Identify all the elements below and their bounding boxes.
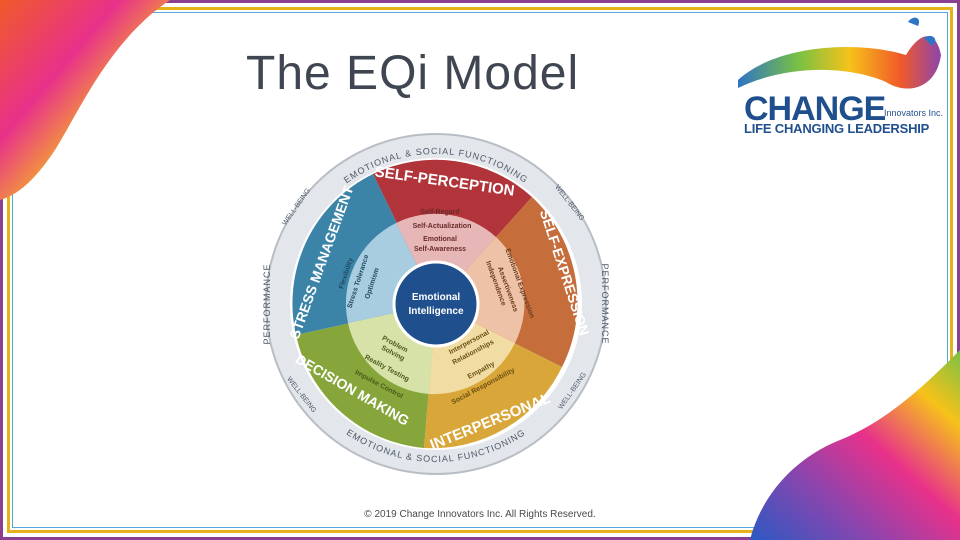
center-label-line1: Emotional: [412, 292, 461, 303]
outer-right-label: PERFORMANCE: [600, 263, 610, 344]
logo-swoosh-icon: [738, 17, 941, 89]
slide-frame-inner: [7, 7, 953, 533]
subscale-emotional: Emotional: [423, 236, 457, 243]
slide-frame-accent: [12, 12, 948, 528]
self-perception-subscales: Self-Regard Self-Actualization Emotional…: [413, 209, 472, 253]
logo-suffix: Innovators Inc.: [884, 108, 944, 118]
top-left-swoosh: [0, 0, 170, 200]
bottom-right-swoosh: [750, 350, 960, 540]
copyright-footer: © 2019 Change Innovators Inc. All Rights…: [364, 509, 596, 520]
change-logo: CHANGE Innovators Inc. LIFE CHANGING LEA…: [736, 10, 946, 140]
slide-title: The EQi Model: [246, 47, 580, 100]
center-circle: [392, 260, 480, 348]
subscale-self-awareness: Self-Awareness: [414, 246, 466, 253]
subscale-self-regard: Self-Regard: [420, 209, 459, 216]
subscale-self-actualization: Self-Actualization: [413, 223, 472, 230]
eqi-wheel-diagram: Emotional Intelligence EMOTIONAL & SOCIA…: [262, 133, 610, 475]
logo-tagline: LIFE CHANGING LEADERSHIP: [744, 121, 930, 136]
logo-wordmark: CHANGE: [744, 90, 886, 128]
outer-left-label: PERFORMANCE: [262, 263, 272, 344]
center-label-line2: Intelligence: [408, 306, 463, 317]
